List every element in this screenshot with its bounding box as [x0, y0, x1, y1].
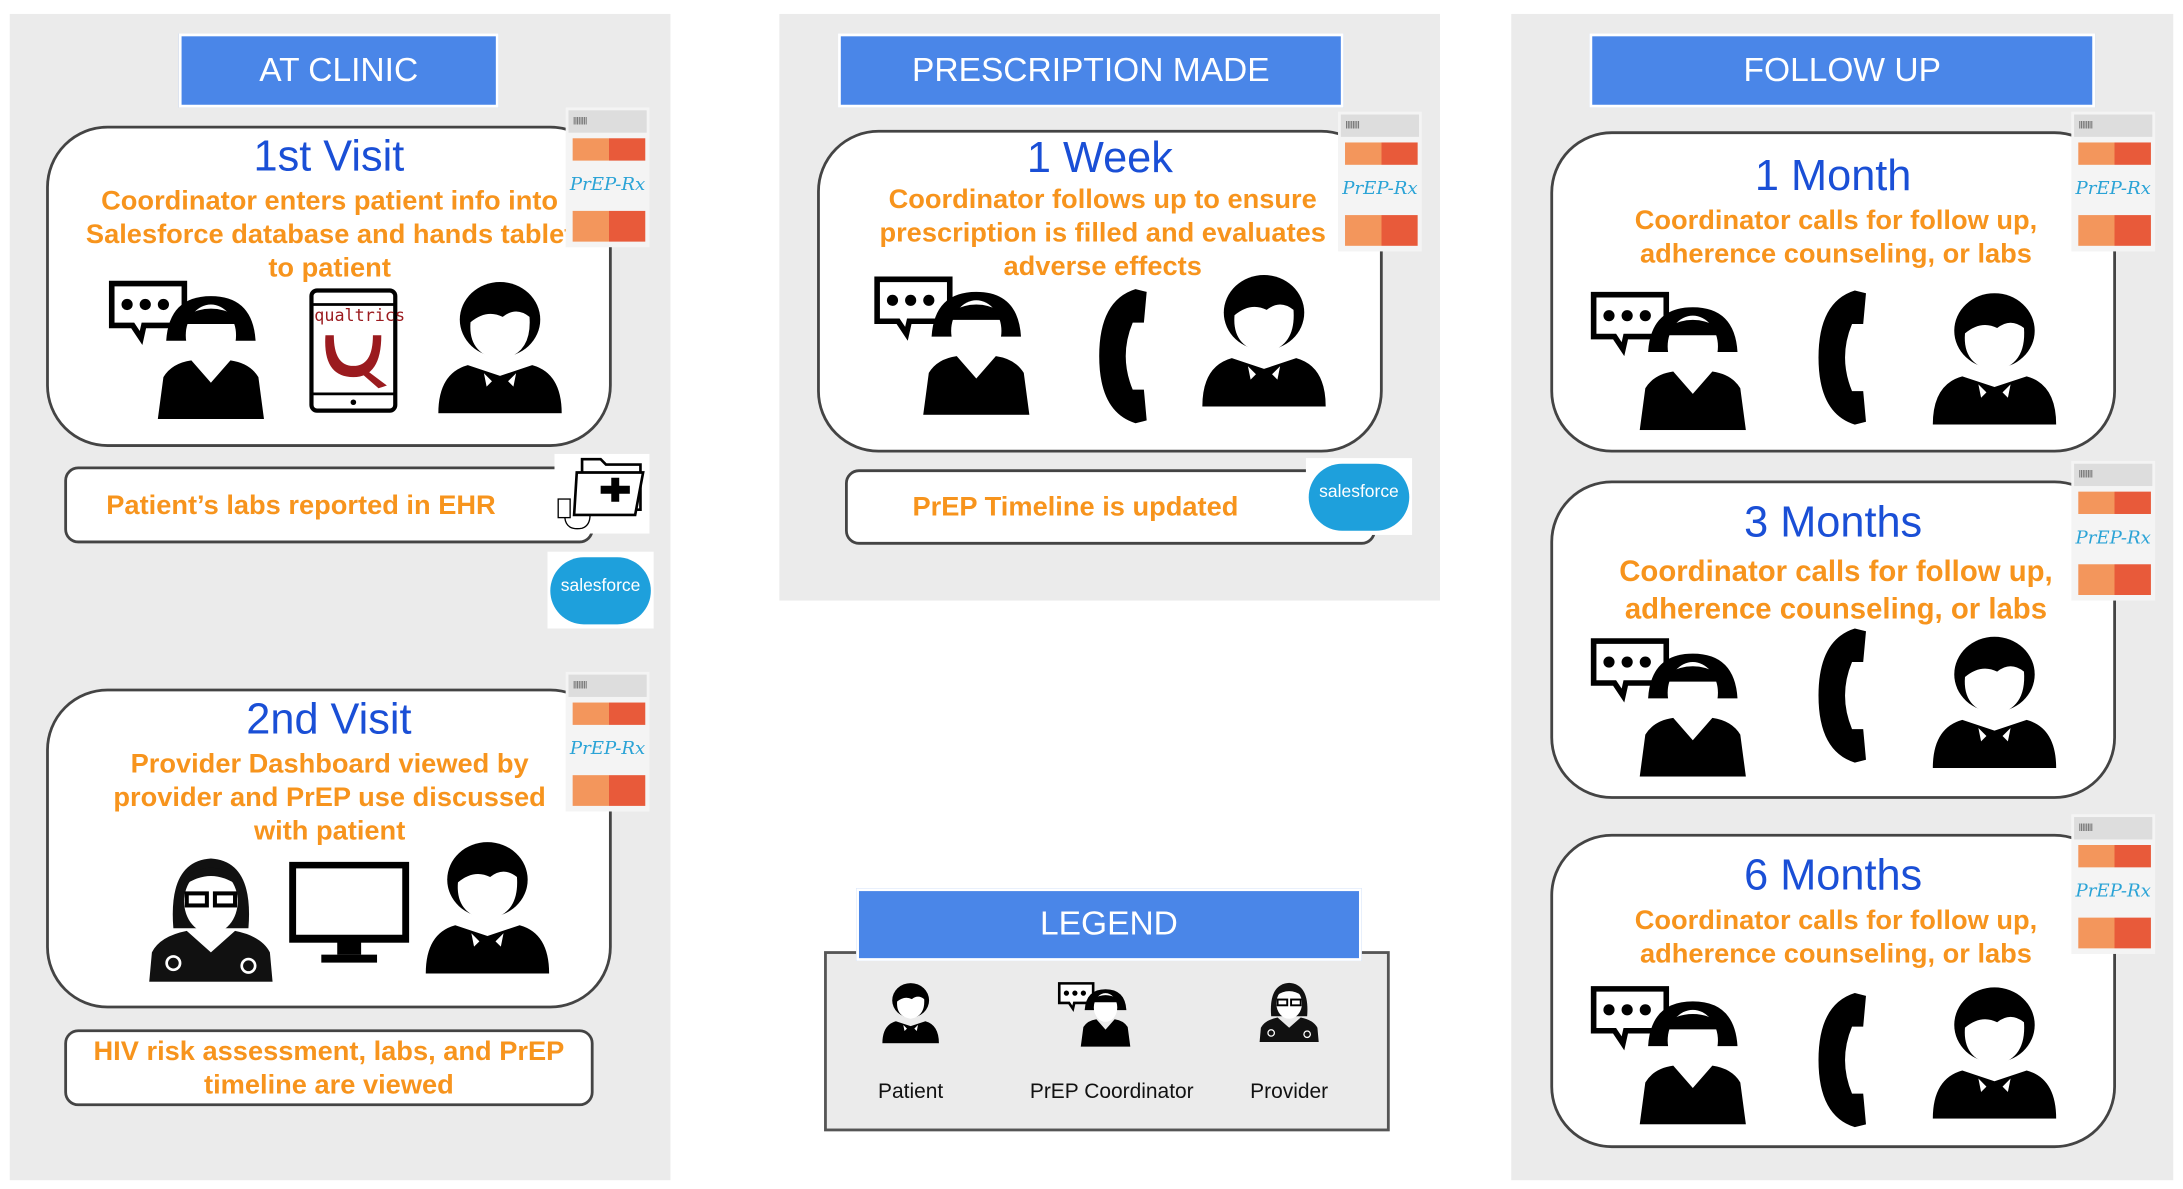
six-months-title: 6 Months: [1744, 850, 1923, 900]
timeline-updated-box: PrEP Timeline is updated: [845, 469, 1376, 545]
one-week-card: 1 Week Coordinator follows up to ensure …: [817, 129, 1383, 453]
salesforce-logo: salesforce: [1305, 458, 1413, 535]
one-month-title: 1 Month: [1754, 150, 1912, 200]
second-visit-card: 2nd Visit Provider Dashboard viewed by p…: [46, 688, 612, 1009]
six-months-card: 6 Months Coordinator calls for follow up…: [1550, 833, 2117, 1149]
patient-icon: [1927, 291, 2061, 425]
patient-icon: [1927, 634, 2061, 768]
coordinator-icon: [873, 275, 1041, 415]
phone-icon: [1094, 286, 1150, 426]
coordinator-icon: [1589, 637, 1757, 777]
prescription-header: PRESCRIPTION MADE: [838, 33, 1344, 108]
legend-provider-icon: [1257, 978, 1321, 1042]
one-week-text: Coordinator follows up to ensure prescri…: [879, 184, 1326, 283]
provider-icon: [144, 848, 278, 982]
second-visit-title: 2nd Visit: [246, 694, 412, 744]
one-month-text: Coordinator calls for follow up, adheren…: [1634, 205, 2038, 270]
patient-icon: [433, 279, 567, 413]
one-week-title: 1 Week: [1026, 132, 1173, 182]
salesforce-logo: salesforce: [547, 551, 654, 629]
second-visit-text: Provider Dashboard viewed by provider an…: [113, 748, 546, 847]
three-months-title: 3 Months: [1744, 497, 1923, 547]
legend-patient-icon: [880, 982, 941, 1043]
legend-header: LEGEND: [856, 888, 1362, 961]
six-months-text: Coordinator calls for follow up, adheren…: [1634, 905, 2038, 970]
first-visit-text: Coordinator enters patient info into Sal…: [85, 185, 574, 284]
ehr-folder-icon: [554, 453, 650, 534]
labs-reported-box: Patient’s labs reported in EHR: [64, 466, 594, 544]
legend-label-patient: Patient: [878, 1079, 944, 1104]
one-month-card: 1 Month Coordinator calls for follow up,…: [1550, 131, 2117, 453]
legend-coordinator-icon: [1057, 980, 1135, 1047]
phone-icon: [1813, 626, 1869, 766]
three-months-text: Coordinator calls for follow up, adheren…: [1619, 555, 2053, 626]
legend-label-provider: Provider: [1250, 1079, 1329, 1104]
legend-label-coordinator: PrEP Coordinator: [1029, 1079, 1194, 1104]
phone-icon: [1813, 288, 1869, 428]
patient-icon: [420, 839, 554, 973]
patient-icon: [1197, 272, 1331, 406]
monitor-icon: [289, 862, 409, 968]
qualtrics-label: qualtrics: [314, 305, 406, 326]
coordinator-icon: [108, 279, 276, 419]
first-visit-title: 1st Visit: [253, 131, 405, 181]
first-visit-card: 1st Visit Coordinator enters patient inf…: [46, 125, 612, 447]
hiv-risk-box: HIV risk assessment, labs, and PrEP time…: [64, 1029, 594, 1107]
at-clinic-header: AT CLINIC: [178, 33, 499, 108]
three-months-card: 3 Months Coordinator calls for follow up…: [1550, 480, 2117, 799]
follow-up-header: FOLLOW UP: [1589, 33, 2096, 108]
coordinator-icon: [1589, 291, 1757, 431]
coordinator-icon: [1589, 985, 1757, 1125]
patient-icon: [1927, 985, 2061, 1119]
phone-icon: [1813, 990, 1869, 1130]
